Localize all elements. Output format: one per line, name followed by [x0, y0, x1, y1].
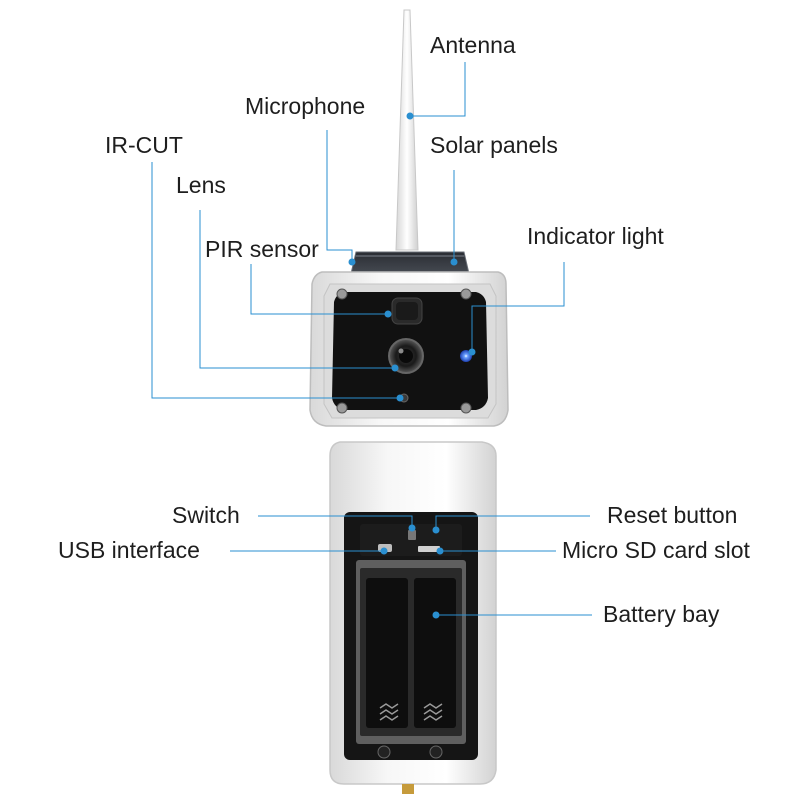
label-micro-sd: Micro SD card slot	[562, 537, 750, 563]
label-indicator-light: Indicator light	[527, 223, 664, 249]
label-switch: Switch	[172, 502, 240, 528]
switch-shape	[408, 530, 416, 540]
microphone-leader	[326, 130, 353, 262]
switch-leader	[258, 515, 413, 528]
label-pir-sensor: PIR sensor	[205, 236, 319, 262]
sd-slot-shape	[418, 546, 440, 552]
ir-cut-leader	[151, 162, 400, 399]
screw	[336, 288, 472, 414]
label-lens: Lens	[176, 172, 226, 198]
label-usb-interface: USB interface	[58, 537, 200, 563]
battery-slot-left	[366, 578, 408, 728]
label-solar-panels: Solar panels	[430, 132, 558, 158]
battery-slot-right	[414, 578, 456, 728]
pir-leader	[250, 264, 388, 315]
leader-lines	[151, 62, 592, 616]
lens-leader	[199, 210, 395, 369]
label-microphone: Microphone	[245, 93, 366, 119]
leader-dots	[348, 112, 476, 619]
label-reset-button: Reset button	[607, 502, 738, 528]
antenna	[395, 9, 419, 251]
label-battery-bay: Battery bay	[603, 601, 720, 627]
reset-leader	[435, 515, 590, 530]
label-antenna: Antenna	[430, 32, 516, 58]
indicator-leader	[471, 262, 565, 352]
label-ir-cut: IR-CUT	[105, 132, 183, 158]
antenna-leader	[410, 62, 466, 117]
